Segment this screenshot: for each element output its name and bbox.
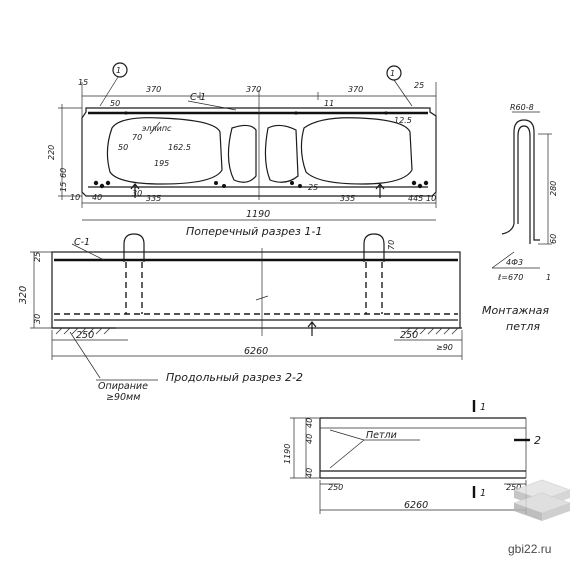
plan-dim-width: 1190 [283, 444, 292, 464]
dim-left-top: 15 [78, 78, 88, 87]
watermark-text: gbi22.ru [508, 542, 551, 556]
loop-dim-bottom: 60 [549, 234, 558, 244]
support-hatch-right [400, 327, 462, 335]
plan-label-loops: Петли [366, 430, 397, 441]
dim-support-min: ≥90 [436, 343, 453, 352]
dim-right-bottom: 445 [408, 194, 423, 203]
dim-long-bottom: 30 [33, 314, 42, 324]
loop-marker: 1 [546, 273, 551, 282]
dim-inner-2: 195 [154, 159, 169, 168]
plan-mark-side: 2 [534, 434, 541, 447]
dim-inner-3: 50 [118, 143, 128, 152]
loop-dim-height: 280 [549, 181, 558, 196]
dim-support-right: 250 [400, 330, 418, 341]
dim-top-3: 370 [348, 85, 363, 94]
plan-view: 1 1 2 Петли 1190 40 40 40 250 250 6260 [283, 400, 541, 514]
cross-section-1-1: 1 1 С-1 эллипс 370 370 370 15 25 162.5 1… [47, 62, 437, 238]
label-ellipse: эллипс [142, 124, 172, 133]
plan-mark-top: 1 [480, 402, 486, 413]
dim-inner-7: 11 [324, 99, 334, 108]
dim-left-b: 15 [59, 182, 68, 192]
loop-length: ℓ=670 [497, 273, 523, 282]
plan-dim-length: 6260 [404, 500, 428, 511]
label-c1-top: С-1 [190, 92, 206, 103]
loop-title-2: петля [506, 320, 540, 333]
plan-dim-edge-bottom: 40 [305, 468, 314, 478]
plan-dim-right: 250 [506, 483, 521, 492]
dim-right-top: 25 [414, 81, 424, 90]
mounting-loop-detail: R60-8 280 60 4Ф3 ℓ=670 1 Монтажная петля [482, 103, 558, 333]
dim-top-1: 370 [146, 85, 161, 94]
dim-height: 220 [47, 145, 56, 160]
dim-top-2: 370 [246, 85, 261, 94]
dim-loop: 70 [387, 240, 396, 250]
loop-title-1: Монтажная [482, 304, 549, 317]
dim-inner-5: 30 [132, 189, 142, 198]
dim-inner-1: 162.5 [168, 143, 191, 152]
plan-mark-bottom: 1 [480, 488, 486, 499]
rebar-dots [93, 111, 429, 189]
section-2-2-title: Продольный разрез 2-2 [166, 371, 303, 384]
watermark-logo [513, 479, 571, 521]
support-value: ≥90мм [106, 392, 140, 403]
dim-left-a: 60 [59, 168, 68, 178]
dim-bottom-2: 335 [340, 194, 355, 203]
dim-long-length: 6260 [244, 346, 268, 357]
dim-left-bottom: 10 [70, 193, 80, 202]
dim-inner-8: 12.5 [394, 116, 412, 125]
support-hatch-left [52, 327, 116, 335]
longitudinal-section-2-2: С-1 70 25 320 30 250 250 ≥90 6260 Продол… [18, 233, 463, 403]
dim-total: 1190 [246, 209, 270, 220]
dim-long-top: 25 [33, 252, 42, 262]
dim-inner-9: 50 [110, 99, 120, 108]
dim-inner-6: 70 [132, 133, 142, 142]
dim-support-left: 250 [76, 330, 94, 341]
dim-long-height: 320 [18, 286, 29, 304]
support-label: Опирание [98, 381, 148, 392]
plan-dim-left: 250 [328, 483, 343, 492]
dim-bottom-1: 335 [146, 194, 161, 203]
section-1-1-title: Поперечный разрез 1-1 [186, 225, 322, 238]
dim-left-side: 40 [92, 193, 102, 202]
dim-right-side: 10 [426, 194, 436, 203]
loop-rebar: 4Ф3 [506, 258, 523, 267]
marker-1-right: 1 [390, 69, 395, 78]
loop-dim-top: R60-8 [510, 103, 534, 112]
plan-dim-edge-top: 40 [305, 418, 314, 428]
label-c1-long: С-1 [74, 237, 90, 248]
dim-inner-4: 25 [308, 183, 318, 192]
plan-dim-inner: 40 [305, 434, 314, 444]
marker-1-left: 1 [116, 66, 121, 75]
